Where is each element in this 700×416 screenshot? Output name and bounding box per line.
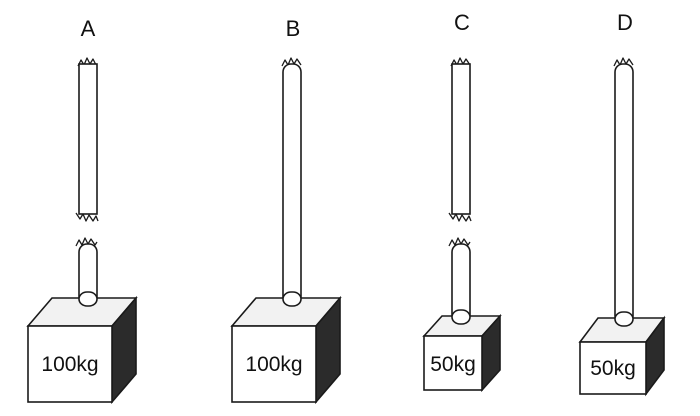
scenario-label-c: C [454,10,470,35]
scenario-c: C 50kg [422,10,502,393]
scenario-d: D 50kg [578,10,666,397]
scenario-b: B 100kg [230,16,342,405]
mass-label-a: 100kg [41,353,98,376]
scenario-label-b: B [286,16,301,41]
scenario-label-a: A [81,16,96,41]
weight-block-d: 50kg [578,311,666,397]
rope-d [613,57,634,325]
weight-block-a: 100kg [26,291,138,405]
rope-upper-segment-a [75,57,99,222]
mass-label-d: 50kg [590,357,636,380]
scenario-label-d: D [617,10,633,35]
mass-label-b: 100kg [245,353,302,376]
weight-block-b: 100kg [230,291,342,405]
mass-label-c: 50kg [430,353,476,376]
weight-block-c: 50kg [422,309,502,393]
rope-upper-segment-c [448,57,472,222]
rope-b [281,57,302,307]
scenario-a: A 100kg [26,16,138,405]
